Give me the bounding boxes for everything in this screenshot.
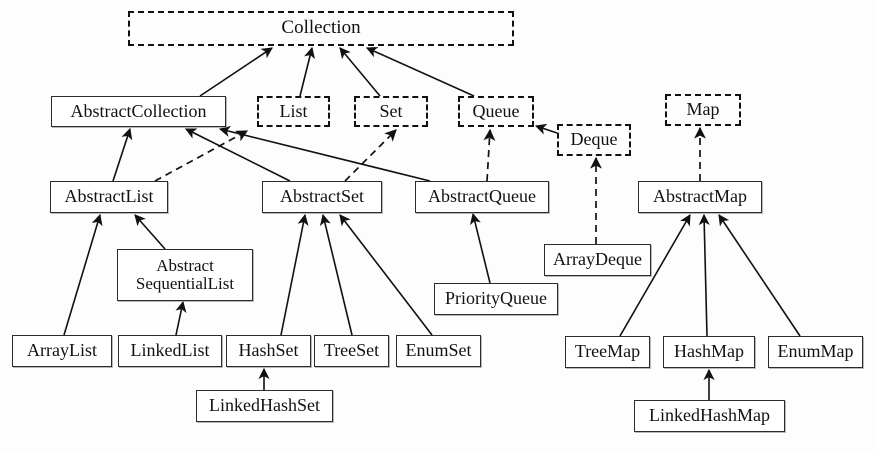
edge-abstract_list-to-abstract_collection [112,127,133,182]
node-label-linked_hash_map: LinkedHashMap [649,405,770,426]
node-label-priority_queue: PriorityQueue [445,288,547,309]
edge-enum_set-to-abstract_set [339,214,433,336]
node-queue[interactable]: Queue [458,96,534,127]
node-label-abstract_set: AbstractSet [280,186,364,207]
node-label-queue: Queue [472,100,520,121]
edge-abstract_seq_list-to-abstract_list [134,214,166,250]
node-linked_list[interactable]: LinkedList [118,335,222,367]
edge-deque-to-queue [534,123,558,135]
edge-linked_list-to-abstract_seq_list [175,300,187,336]
edge-abstract_list-to-list [154,130,249,182]
node-label-deque: Deque [570,129,618,150]
node-enum_set[interactable]: EnumSet [396,335,481,367]
node-abstract_list[interactable]: AbstractList [50,181,168,213]
node-label-hash_map: HashMap [674,341,744,362]
edge-hash_set-to-abstract_set [280,213,309,336]
edge-priority_queue-to-abstract_queue [469,212,491,284]
node-linked_hash_set[interactable]: LinkedHashSet [196,390,333,422]
node-enum_map[interactable]: EnumMap [768,336,863,368]
edge-list-to-collection [299,46,315,97]
node-label-linked_hash_set: LinkedHashSet [209,395,320,416]
node-label-enum_set: EnumSet [405,340,472,361]
node-label-array_deque: ArrayDeque [553,249,642,270]
edge-set-to-collection [339,47,381,97]
node-set[interactable]: Set [354,96,428,127]
node-linked_hash_map[interactable]: LinkedHashMap [634,400,785,432]
node-map[interactable]: Map [665,94,741,126]
node-hash_map[interactable]: HashMap [663,336,755,368]
node-label-array_list: ArrayList [27,340,97,361]
node-label-abstract_collection: AbstractCollection [70,100,207,121]
node-array_deque[interactable]: ArrayDeque [544,244,651,276]
node-label-map: Map [686,99,720,120]
node-abstract_queue[interactable]: AbstractQueue [415,181,549,213]
edge-abstract_set-to-abstract_collection [184,128,291,182]
node-label-collection: Collection [281,17,361,39]
node-label-enum_map: EnumMap [777,341,854,362]
node-array_list[interactable]: ArrayList [12,335,112,367]
node-abstract_map[interactable]: AbstractMap [638,181,762,213]
edge-enum_map-to-abstract_map [718,214,801,337]
node-abstract_collection[interactable]: AbstractCollection [51,96,226,127]
node-deque[interactable]: Deque [557,124,631,156]
node-label-tree_map: TreeMap [574,341,641,362]
edge-tree_set-to-abstract_set [319,213,353,336]
node-label-list: List [279,100,308,121]
node-priority_queue[interactable]: PriorityQueue [434,283,558,315]
node-label-tree_set: TreeSet [323,340,380,361]
edge-hash_map-to-abstract_map [698,213,710,337]
node-label-abstract_list: AbstractList [64,186,154,207]
node-label-set: Set [379,100,403,121]
node-tree_map[interactable]: TreeMap [565,336,650,368]
node-list[interactable]: List [257,96,330,127]
node-label-abstract_map: AbstractMap [653,186,747,207]
node-label-abstract_queue: AbstractQueue [428,186,536,207]
node-tree_set[interactable]: TreeSet [314,335,389,367]
edge-abstract_collection-to-collection [199,47,273,97]
node-label-abstract_seq_list: Abstract SequentialList [135,255,235,293]
node-label-linked_list: LinkedList [130,340,210,361]
edge-array_list-to-abstract_list [63,213,103,336]
edge-abstract_set-to-set [344,129,397,182]
node-abstract_set[interactable]: AbstractSet [262,181,382,213]
node-collection[interactable]: Collection [128,11,514,46]
node-label-hash_set: HashSet [238,340,299,361]
edge-abstract_queue-to-abstract_collection [218,125,431,182]
node-abstract_seq_list[interactable]: Abstract SequentialList [117,249,253,301]
edge-queue-to-collection [365,47,475,97]
edge-abstract_queue-to-queue [483,128,496,182]
node-hash_set[interactable]: HashSet [226,335,311,367]
